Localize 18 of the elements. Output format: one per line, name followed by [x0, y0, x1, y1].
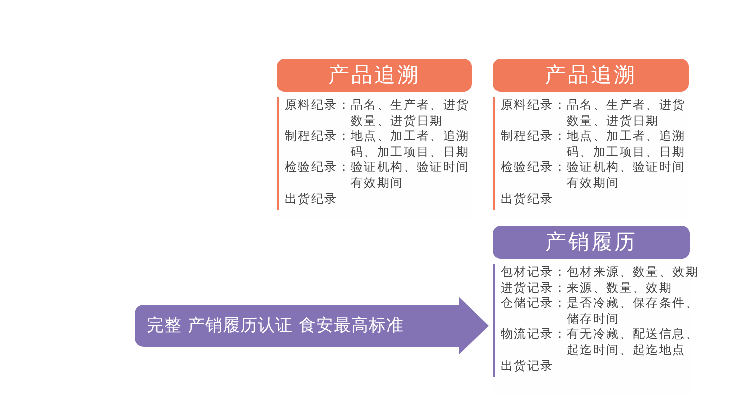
record-text: 检验纪录：验证机构、验证时间有效期间 [285, 160, 471, 192]
heading-banner: 产销履历 [493, 226, 690, 259]
record-text: 出货记录 [501, 358, 555, 374]
record-text: 出货纪录 [285, 192, 339, 208]
heading-banner: 产品追溯 [493, 59, 689, 92]
record-text: 原料纪录：品名、生产者、进货数量、进货日期 [501, 98, 687, 130]
record-text: 物流记录：有无冷藏、配送信息、起迄时间、起迄地点 [501, 327, 700, 359]
record-text: 仓储记录：是否冷藏、保存条件、储存时间 [501, 296, 700, 328]
arrow-text: 完整 产销履历认证 食安最高标准 [147, 315, 404, 337]
banner-arrow [135, 297, 489, 355]
heading-banner: 产品追溯 [277, 59, 472, 92]
record-text: 包材记录：包材来源、数量、效期 [501, 265, 700, 281]
record-text: 进货记录：来源、数量、效期 [501, 280, 674, 296]
record-text: 出货纪录 [501, 192, 555, 208]
record-text: 制程纪录：地点、加工者、追溯码、加工项目、日期 [285, 129, 471, 160]
record-text: 制程纪录：地点、加工者、追溯码、加工项目、日期 [501, 129, 687, 160]
record-text: 检验纪录：验证机构、验证时间有效期间 [501, 160, 687, 192]
record-text: 原料纪录：品名、生产者、进货数量、进货日期 [285, 98, 471, 130]
